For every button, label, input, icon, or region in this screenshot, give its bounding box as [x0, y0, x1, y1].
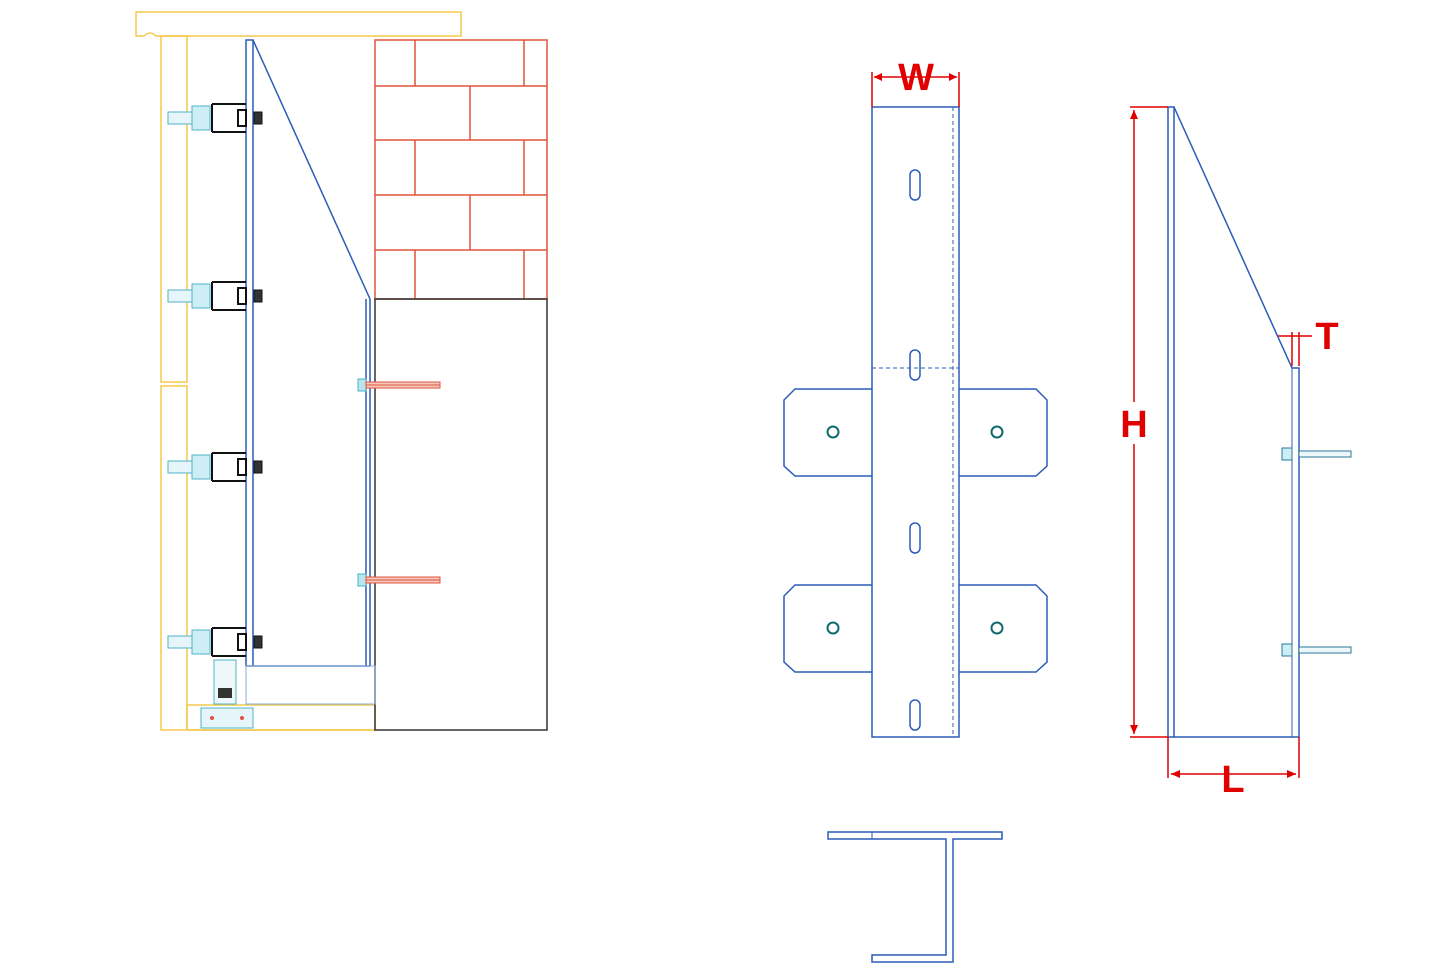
- fixing-holes: [826, 425, 1004, 635]
- width-dimension: W: [871, 57, 960, 107]
- front-view: [783, 106, 1048, 738]
- fixing-ears: [783, 388, 1048, 673]
- anchor-bolt-lower: [357, 573, 441, 587]
- cladding-panel-upper: [160, 35, 188, 383]
- bracket-section: [245, 39, 376, 705]
- anchor-bolt-upper: [357, 378, 441, 392]
- slotted-holes: [909, 169, 921, 731]
- concrete-slab: [374, 298, 548, 731]
- cladding-clip-3: [167, 452, 263, 482]
- thickness-dimension: T: [1278, 316, 1339, 366]
- cladding-clip-1: [167, 103, 263, 133]
- height-label: H: [1120, 404, 1147, 446]
- anchor-bolts: [357, 378, 441, 587]
- cladding-clip-2: [167, 281, 263, 311]
- bottom-support-clip: [200, 659, 254, 729]
- width-label: W: [898, 57, 934, 99]
- cladding-clip-4: [167, 627, 263, 657]
- bracket-face: [871, 106, 960, 738]
- cladding-clips: [167, 103, 263, 729]
- brick-wall: [374, 39, 548, 300]
- side-back-plate: [1167, 106, 1175, 738]
- plan-view: [827, 831, 1003, 963]
- length-dimension: L: [1167, 737, 1300, 801]
- side-view: [1167, 106, 1352, 738]
- height-dimension: H: [1118, 106, 1168, 738]
- length-label: L: [1221, 759, 1244, 801]
- cladding-top-cap: [135, 11, 462, 37]
- thickness-label: T: [1315, 316, 1338, 358]
- section-view: [135, 11, 548, 731]
- side-anchor-bolts: [1281, 447, 1352, 657]
- cladding-panels: [135, 11, 462, 731]
- cladding-panel-lower: [160, 385, 188, 731]
